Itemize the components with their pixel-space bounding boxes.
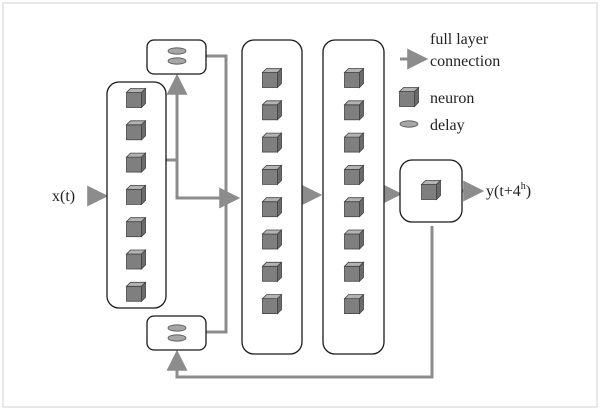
hidden-layer-2-box [322,39,385,355]
input-to-hidden-arrow [166,158,241,209]
legend-delay-icon [399,120,419,128]
legend-neuron-icon [398,86,420,108]
input-neuron-icon [125,119,147,141]
output-label-sup: h [521,181,526,192]
delays [167,47,419,342]
delay-icon [167,334,187,342]
hidden-layer-1-box [241,39,303,355]
input-neuron-icon [125,281,147,303]
hidden2-neuron-icon [343,132,365,154]
hidden2-neuron-icon [343,164,365,186]
hidden1-neuron-icon [261,261,283,283]
output-neuron-icon [420,179,442,201]
delay-top-box [146,39,207,75]
hidden1-neuron-icon [261,229,283,250]
input-neuron-icon [125,152,147,174]
delay-icon [167,47,187,55]
input-neuron-icon [125,249,147,270]
delay-top-to-hidden-line [206,54,228,198]
hidden2-neuron-icon [343,261,365,283]
hidden1-neuron-icon [261,293,283,315]
legend-full-layer-line1: full layer [430,31,489,48]
hidden2-neuron-icon [343,99,365,121]
delay-bottom-box [146,315,207,351]
delay-bottom-to-hidden-line [206,198,228,334]
delay-icon [167,57,187,65]
hidden2-neuron-icon [343,293,365,315]
output-label: y(t+4h) [486,181,531,200]
hidden2-neuron-icon [343,229,365,250]
input-neuron-icon [125,216,147,238]
legend-full-layer-line2: connection [430,53,500,70]
legend-neuron-label: neuron [430,90,474,107]
hidden1-neuron-icon [261,67,283,89]
input-neuron-icon [125,184,147,206]
input-label: x(t) [52,188,75,205]
output-label-close: ) [526,183,531,200]
connections [87,48,485,379]
delay-icon [167,324,187,332]
legend-delay-label: delay [430,117,465,134]
output-label-main: y(t+4 [486,183,521,200]
hidden1-neuron-icon [261,99,283,121]
neurons [125,67,442,315]
feedback-arrow [166,226,434,379]
hidden2-neuron-icon [343,67,365,89]
hidden1-neuron-icon [261,164,283,186]
hidden1-neuron-icon [261,196,283,218]
input-neuron-icon [125,87,147,109]
hidden1-neuron-icon [261,132,283,154]
hidden2-neuron-icon [343,196,365,218]
